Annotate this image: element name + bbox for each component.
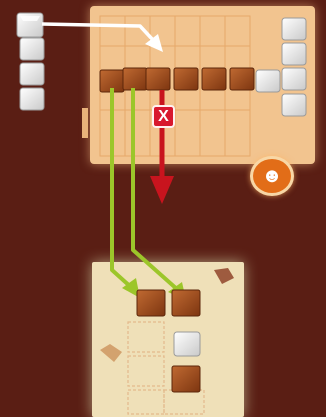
brown-cube	[172, 366, 200, 392]
red-arrow-head	[150, 176, 174, 204]
brown-cube	[230, 68, 254, 90]
brown-cube-row	[100, 68, 254, 92]
board-tab	[82, 108, 88, 138]
board-decoration	[100, 344, 122, 362]
green-arrow	[112, 88, 132, 288]
board-decoration	[214, 268, 234, 284]
brown-cube	[202, 68, 226, 90]
white-cube	[256, 70, 280, 92]
brown-cube	[174, 68, 198, 90]
blocked-x-badge: X	[152, 105, 175, 128]
white-cube	[20, 63, 44, 85]
white-cube	[282, 18, 306, 40]
brown-cube	[172, 290, 200, 316]
face-icon: ☻	[250, 156, 294, 196]
white-cube	[282, 68, 306, 90]
white-cube	[20, 38, 44, 60]
brown-cube	[146, 68, 170, 90]
white-arrow	[42, 24, 153, 40]
brown-cube	[137, 290, 165, 316]
white-cube	[20, 88, 44, 110]
white-cube	[174, 332, 200, 356]
white-cube	[17, 13, 43, 37]
brown-cube	[123, 68, 147, 90]
white-cube	[282, 94, 306, 116]
white-cube	[282, 43, 306, 65]
